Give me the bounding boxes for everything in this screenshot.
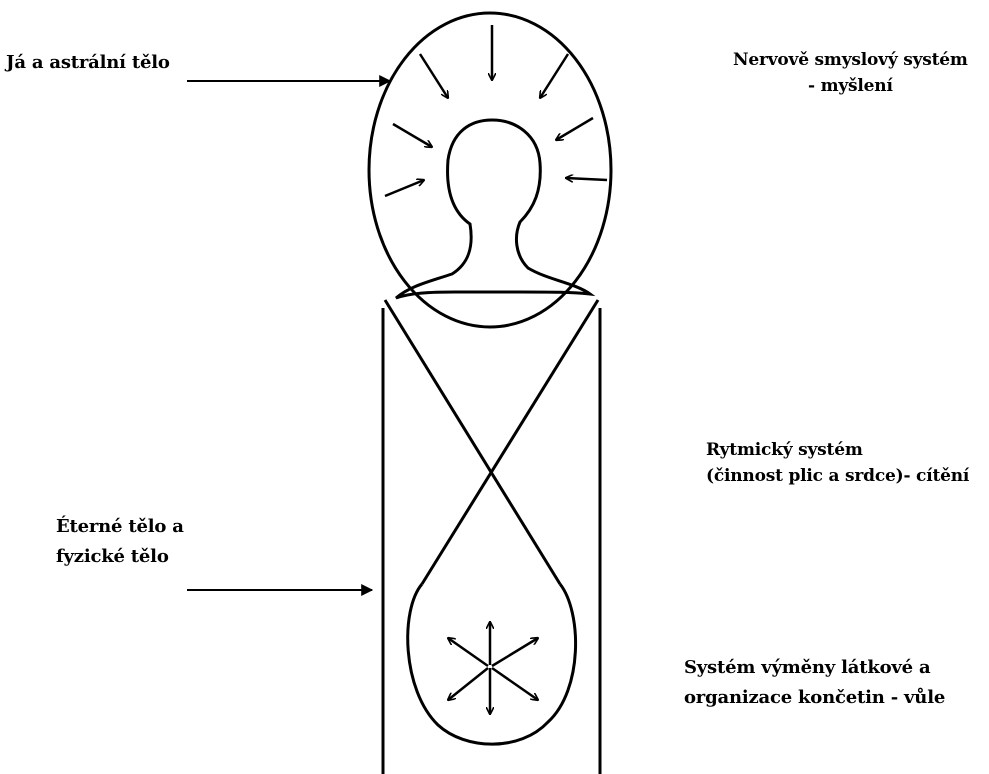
label-metabolic-limb-system: Systém výměny látkové a organizace konče… — [684, 653, 945, 713]
arrow-out-up-right — [492, 638, 538, 666]
label-nerve-line-1: Nervově smyslový systém — [733, 47, 968, 73]
arrow-in-top-right — [540, 54, 568, 98]
label-astral-text: Já a astrální tělo — [6, 50, 170, 76]
label-nerve-line-2: - myšlení — [733, 73, 968, 99]
arrow-in-right-lower — [566, 178, 607, 180]
label-rhythm-line-1: Rytmický systém — [706, 437, 969, 463]
label-rhythmic-system: Rytmický systém (činnost plic a srdce)- … — [706, 437, 969, 489]
label-metabolic-line-2: organizace končetin - vůle — [684, 683, 945, 713]
label-astral-body: Já a astrální tělo — [6, 50, 170, 76]
label-rhythm-line-2: (činnost plic a srdce)- cítění — [706, 463, 969, 489]
arrow-out-up-left — [448, 638, 488, 666]
label-etheric-physical-body: Éterné tělo a fyzické tělo — [56, 512, 184, 572]
label-etheric-line-1: Éterné tělo a — [56, 512, 184, 542]
arrow-out-down-right — [492, 668, 538, 700]
human-silhouette — [396, 120, 590, 298]
inward-arrows — [385, 25, 607, 196]
outward-arrows — [448, 622, 538, 714]
limb-loop — [408, 584, 576, 744]
label-etheric-line-2: fyzické tělo — [56, 542, 184, 572]
cross-line-a — [385, 300, 560, 584]
arrow-in-left-lower — [385, 180, 424, 196]
label-nerve-sense-system: Nervově smyslový systém - myšlení — [733, 47, 968, 99]
cross-line-b — [422, 300, 598, 584]
arrow-in-top-left — [420, 54, 448, 98]
head-oval — [369, 13, 611, 327]
arrow-in-left-upper — [393, 124, 432, 147]
arrow-in-right-upper — [556, 118, 593, 140]
label-metabolic-line-1: Systém výměny látkové a — [684, 653, 945, 683]
arrow-out-down-left — [448, 668, 488, 700]
